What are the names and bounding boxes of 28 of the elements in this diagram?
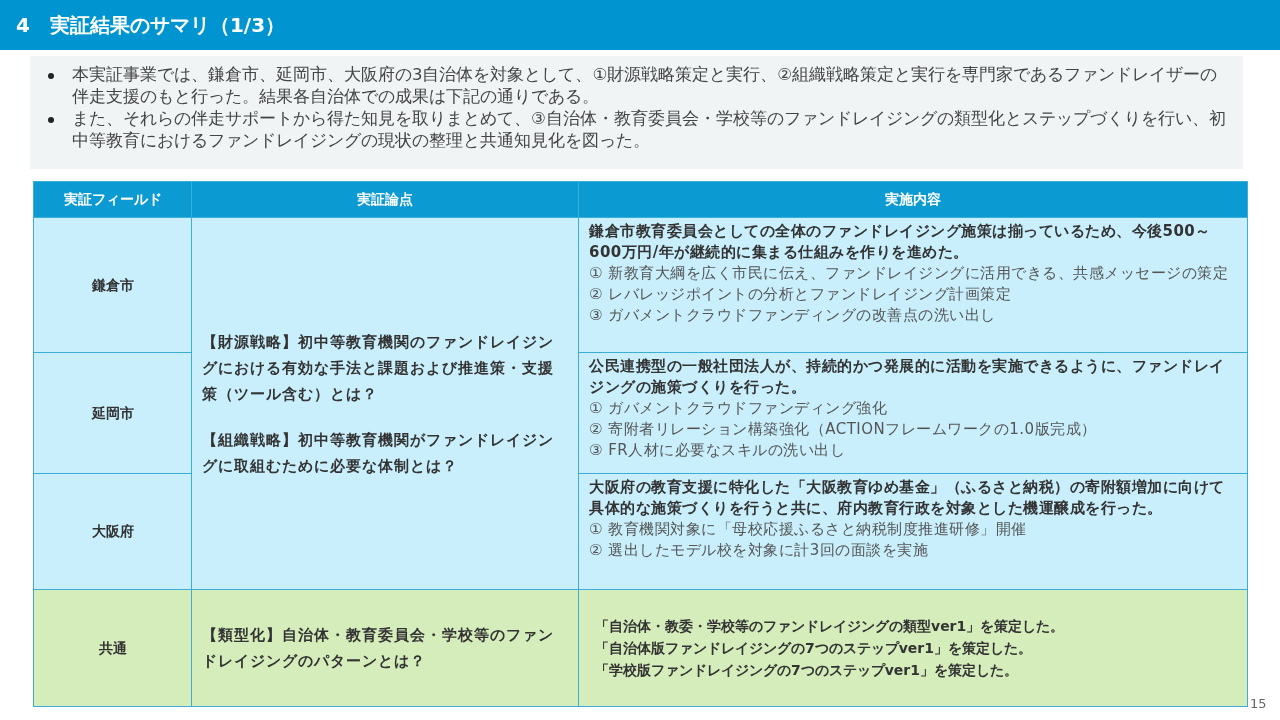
action-item: ② 寄附者リレーション構築強化（ACTIONフレームワークの1.0版完成） (589, 419, 1098, 440)
topic-text: 【類型化】自治体・教育委員会・学校等のファンドレイジングのパターンとは？ (202, 626, 555, 671)
title-bar: 4 実証結果のサマリ（1/3） (0, 0, 1280, 50)
column-header: 実証フィールド (63, 190, 162, 209)
column-header: 実施内容 (885, 190, 941, 209)
field-name: 共通 (98, 638, 127, 658)
deliverable-text: 「学校版ファンドレイジングの7つのステップver1」を策定した。 (595, 661, 1019, 680)
result-summary: 公民連携型の一般社団法人が、持続的かつ発展的に活動を実施できるように、ファンドレイジングの施策づくりを行った。 (589, 356, 1226, 398)
field-name: 鎌倉市 (91, 275, 134, 295)
action-item: ② レバレッジポイントの分析とファンドレイジング計画策定 (589, 284, 1013, 305)
action-item: ① ガバメントクラウドファンディング強化 (589, 398, 889, 419)
deliverable-text: 「自治体・教委・学校等のファンドレイジングの類型ver1」を策定した。 (595, 617, 1066, 636)
column-header: 実証論点 (357, 190, 413, 209)
field-name: 大阪府 (91, 522, 134, 541)
result-summary: 大阪府の教育支援に特化した「大阪教育ゆめ基金」（ふるさと納税）の寄附額増加に向けて具体的な施策づくりを行うと共に、府内教育行政を対象とした機運醸成を行った。 (589, 477, 1226, 519)
deliverable-text: 「自治体版ファンドレイジングの7つのステップver1」を策定した。 (595, 639, 1033, 658)
bullet-text: 本実証事業では、鎌倉市、延岡市、大阪府の3自治体を対象として、①財源戦略策定と実行、②組織戦略策定と実行を専門家であるファンドレイザーの伴走支援のもと行った。結果各自治体での成果は下記の通りである。 (71, 64, 1219, 108)
result-summary: 鎌倉市教育委員会としての全体のファンドレイジング施策は揃っているため、今後500～600万円/年が継続的に集まる仕組みを作りを進めた。 (589, 221, 1212, 263)
action-item: ② 選出したモデル校を対象に計3回の面談を実施 (589, 540, 930, 561)
action-item: ① 新教育大綱を広く市民に伝え、ファンドレイジングに活用できる、共感メッセージの策定 (589, 263, 1230, 284)
bullet-text: また、それらの伴走サポートから得た知見を取りまとめて、③自治体・教育委員会・学校等のファンドレイジングの類型化とステップづくりを行い、初中等教育におけるファンドレイジングの現状の整理と共通知見化を図った。 (71, 108, 1227, 152)
action-item: ① 教育機関対象に「母校応援ふるさと納税制度推進研修」開催 (589, 519, 1028, 540)
page-number: 15 (1250, 695, 1267, 713)
action-item: ③ ガバメントクラウドファンディングの改善点の洗い出し (589, 305, 997, 326)
field-name: 延岡市 (91, 403, 134, 423)
topic-text: 【組織戦略】初中等教育機関がファンドレイジングに取組むために必要な体制とは？ (202, 430, 555, 476)
action-item: ③ FR人材に必要なスキルの洗い出し (589, 440, 847, 461)
topic-text: 【財源戦略】初中等教育機関のファンドレイジングにおける有効な手法と課題および推進策・支援策（ツール含む）とは？ (202, 332, 555, 404)
